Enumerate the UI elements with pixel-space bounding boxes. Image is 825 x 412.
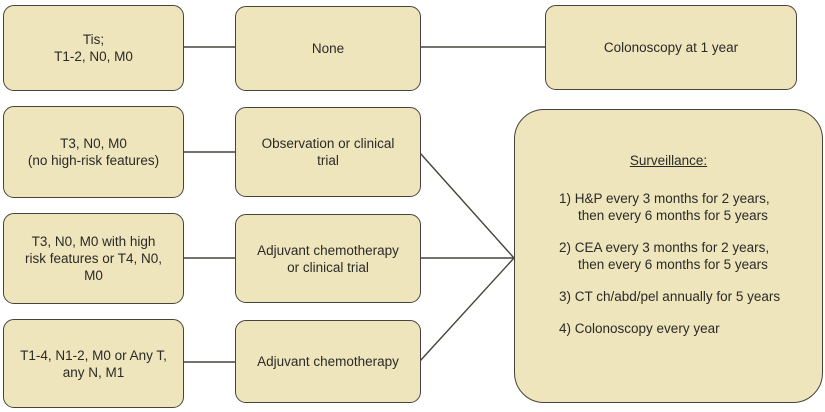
label-line: T1-4, N1-2, M0 or Any T, bbox=[20, 347, 167, 363]
followup-box-colonoscopy: Colonoscopy at 1 year bbox=[545, 5, 797, 90]
label-line: Observation or clinical bbox=[261, 136, 395, 151]
label-line: (no high-risk features) bbox=[27, 153, 160, 168]
connector-treat4-surveillance bbox=[419, 257, 515, 362]
stage-box-label: T3, N0, M0 (no high-risk features) bbox=[28, 135, 159, 169]
label-line: T3, N0, M0 bbox=[60, 136, 127, 151]
stage-box-label: T3, N0, M0 with high risk features or T4… bbox=[25, 233, 162, 284]
label-line: T3, N0, M0 with high bbox=[31, 234, 156, 249]
stage-box-t3-no-risk: T3, N0, M0 (no high-risk features) bbox=[3, 106, 184, 198]
label-line: trial bbox=[317, 153, 339, 168]
treatment-box-label: Adjuvant chemotherapy or clinical trial bbox=[257, 242, 399, 276]
label-line: or clinical trial bbox=[287, 259, 369, 275]
surveillance-item-ct: 3) CT ch/abd/pel annually for 5 years bbox=[559, 288, 814, 305]
surveillance-item-colonoscopy: 4) Colonoscopy every year bbox=[559, 320, 814, 337]
surveillance-item-cea: 2) CEA every 3 months for 2 years, then … bbox=[559, 239, 814, 273]
stage-box-label: Tis; T1-2, N0, M0 bbox=[54, 31, 133, 65]
label-line: 1) H&P every 3 months for 2 years, bbox=[559, 191, 770, 206]
label-line: any N, M1 bbox=[62, 364, 125, 380]
label-line: Adjuvant chemotherapy bbox=[257, 242, 399, 258]
label-line: None bbox=[311, 41, 345, 56]
stage-box-t3-high-risk: T3, N0, M0 with high risk features or T4… bbox=[3, 213, 184, 304]
label-line: 2) CEA every 3 months for 2 years, bbox=[559, 240, 770, 255]
stage-box-label: T1-4, N1-2, M0 or Any T, any N, M1 bbox=[20, 347, 167, 381]
treatment-box-none: None bbox=[235, 6, 421, 91]
treatment-box-observation: Observation or clinical trial bbox=[235, 107, 421, 197]
treatment-box-label: Observation or clinical trial bbox=[262, 135, 395, 169]
label-line: 4) Colonoscopy every year bbox=[559, 321, 720, 336]
label-line: Adjuvant chemotherapy bbox=[257, 354, 399, 369]
surveillance-title: Surveillance: bbox=[629, 153, 708, 168]
surveillance-box: Surveillance: 1) H&P every 3 months for … bbox=[514, 109, 823, 403]
connector-treat2-surveillance bbox=[419, 152, 515, 259]
label-line: then every 6 months for 5 years bbox=[578, 208, 768, 223]
surveillance-item-list: 1) H&P every 3 months for 2 years, then … bbox=[515, 190, 822, 337]
label-line: T1-2, N0, M0 bbox=[54, 49, 133, 64]
label-line: then every 6 months for 5 years bbox=[578, 257, 768, 272]
stage-box-tis-t12: Tis; T1-2, N0, M0 bbox=[3, 5, 184, 91]
stage-box-node-positive: T1-4, N1-2, M0 or Any T, any N, M1 bbox=[3, 319, 184, 408]
surveillance-item-hp: 1) H&P every 3 months for 2 years, then … bbox=[559, 190, 814, 224]
label-line: M0 bbox=[84, 268, 103, 283]
label-line: risk features or T4, N0, bbox=[24, 251, 163, 266]
label-line: 3) CT ch/abd/pel annually for 5 years bbox=[559, 289, 781, 304]
followup-box-label: Colonoscopy at 1 year bbox=[603, 40, 739, 55]
treatment-box-label: Adjuvant chemotherapy bbox=[257, 353, 399, 370]
treatment-box-adjuvant-or-trial: Adjuvant chemotherapy or clinical trial bbox=[235, 214, 421, 303]
label-line: Tis; bbox=[82, 32, 105, 47]
treatment-box-adjuvant: Adjuvant chemotherapy bbox=[235, 320, 421, 403]
treatment-box-label: None bbox=[312, 40, 344, 57]
